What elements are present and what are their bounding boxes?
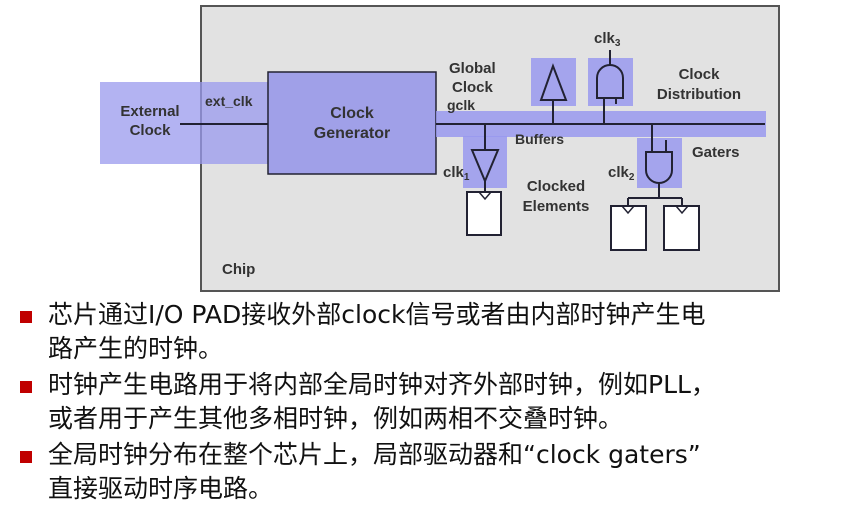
gater-clk2-highlight (637, 138, 682, 188)
and-gate-clk3-icon (596, 64, 624, 99)
bullet-text-line1: 全局时钟分布在整个芯片上，局部驱动器和“clock gaters” (48, 440, 701, 469)
clock-generator-label-2: Generator (314, 125, 390, 142)
bullet-list: 芯片通过I/O PAD接收外部clock信号或者由内部时钟产生电 路产生的时钟。… (18, 298, 848, 508)
chip-label: Chip (222, 261, 255, 278)
and-gate-clk2-icon (645, 151, 673, 184)
clock-generator-label-1: Clock (330, 105, 374, 122)
clk3-label: clk3 (594, 30, 621, 49)
bullet-square-icon (20, 381, 32, 393)
clock-generator-block (267, 71, 437, 175)
bullet-item: 全局时钟分布在整个芯片上，局部驱动器和“clock gaters” 直接驱动时序… (18, 438, 848, 506)
clocked-elements-label-1: Clocked (527, 178, 585, 195)
gclk-label: gclk (447, 97, 475, 113)
bullet-item: 时钟产生电路用于将内部全局时钟对齐外部时钟，例如PLL， 或者用于产生其他多相时… (18, 368, 848, 436)
clocked-elements-label-2: Elements (523, 198, 590, 215)
buffers-label: Buffers (515, 131, 564, 147)
global-clock-label-1: Global (449, 60, 496, 77)
clock-distribution-diagram: External Clock ext_clk Clock Generator G… (100, 5, 780, 292)
clocked-element-1 (466, 191, 502, 236)
external-clock-label-2: Clock (130, 122, 172, 139)
bullet-text-line2: 或者用于产生其他多相时钟，例如两相不交叠时钟。 (48, 404, 624, 433)
bullet-text-line1: 时钟产生电路用于将内部全局时钟对齐外部时钟，例如PLL， (48, 370, 716, 399)
clk2-label: clk2 (608, 164, 635, 183)
bullet-square-icon (20, 311, 32, 323)
buffer-clk1-icon (470, 149, 500, 184)
bullet-square-icon (20, 451, 32, 463)
clock-pin-1-icon (478, 191, 492, 201)
bullet-text-line1: 芯片通过I/O PAD接收外部clock信号或者由内部时钟产生电 (48, 300, 706, 329)
clock-distribution-label-2: Distribution (657, 86, 741, 103)
external-clock-label-1: External (120, 103, 179, 120)
gaters-label: Gaters (692, 144, 740, 161)
clock-distribution-label-1: Clock (679, 66, 721, 83)
bullet-text-line2: 路产生的时钟。 (48, 334, 224, 363)
clk1-label: clk1 (443, 164, 470, 183)
clock-pin-3-icon (675, 205, 689, 215)
global-clock-label-2: Clock (452, 79, 494, 96)
bullet-text-line2: 直接驱动时序电路。 (48, 474, 274, 503)
ext-clk-label: ext_clk (205, 93, 253, 109)
bullet-item: 芯片通过I/O PAD接收外部clock信号或者由内部时钟产生电 路产生的时钟。 (18, 298, 848, 366)
clock-pin-2-icon (621, 205, 635, 215)
